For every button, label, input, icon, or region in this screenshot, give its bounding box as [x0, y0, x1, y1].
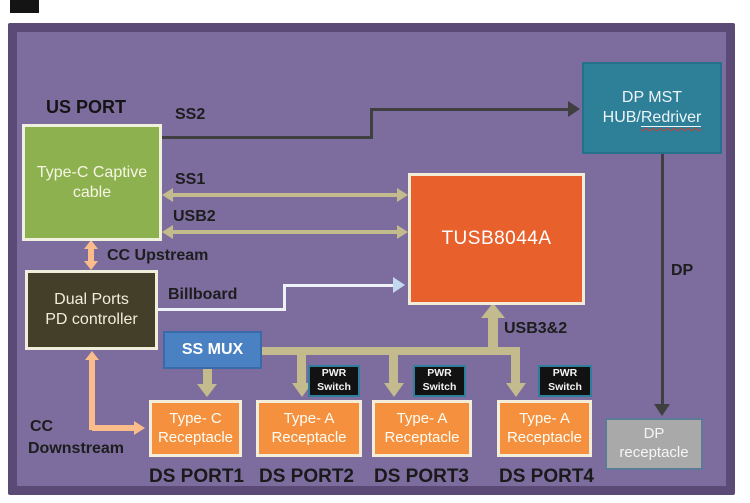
dsport2-branch-arrowhead — [292, 383, 312, 397]
usb3and2-label: USB3&2 — [504, 320, 568, 337]
typec-receptacle-block: Type- C Receptacle — [149, 400, 242, 457]
cc-upstream-label: CC Upstream — [107, 247, 209, 264]
dsport3-branch-line — [389, 355, 398, 384]
billboard-line-segment — [158, 308, 286, 311]
ssmux-down-arrowhead — [197, 384, 217, 397]
ds-port4-title: DS PORT4 — [498, 466, 595, 487]
corner-black-artifact — [10, 0, 39, 13]
ss2-label: SS2 — [175, 106, 206, 123]
dsport3-branch-arrowhead — [384, 383, 404, 397]
usb3and2-arrowhead-up — [481, 303, 505, 318]
ds-port2-title: DS PORT2 — [258, 466, 355, 487]
pwr-switch-block-dsport3: PWR Switch — [413, 365, 466, 397]
us-port-title: US PORT — [46, 97, 127, 117]
receptacle-label-line2: Receptacle — [384, 428, 460, 446]
pwr-switch-label-line2: Switch — [548, 381, 582, 393]
cc-downstream-line-vertical — [89, 360, 95, 430]
ssmux-down-line — [203, 369, 212, 386]
ss2-line-segment — [370, 109, 373, 139]
usb2-line — [173, 230, 399, 234]
dp-receptacle-label-line1: DP — [643, 425, 665, 443]
ds-port3-title: DS PORT3 — [373, 466, 470, 487]
typea-receptacle-block-4: Type- A Receptacle — [497, 400, 592, 457]
typea-receptacle-block-3: Type- A Receptacle — [372, 400, 472, 457]
usb2-arrowhead-left — [162, 225, 173, 239]
dp-mst-label-line1: DP MST — [621, 89, 683, 106]
typec-captive-cable-block: Type-C Captive cable — [22, 124, 162, 241]
dp-arrowhead-down — [654, 404, 670, 416]
dsport4-branch-line — [511, 355, 520, 384]
dp-receptacle-label-line2: receptacle — [619, 444, 689, 461]
usb2-label: USB2 — [173, 208, 216, 225]
pwr-switch-label-line2: Switch — [317, 381, 351, 393]
cc-upstream-line — [88, 247, 94, 263]
receptacle-label-line1: Type- A — [519, 409, 570, 427]
pd-controller-label-line2: PD controller — [45, 311, 138, 328]
dp-mst-hub-block: DP MST HUB/Redriver — [582, 62, 722, 154]
billboard-label: Billboard — [168, 286, 238, 303]
typec-cable-label-line1: Type-C Captive — [36, 163, 148, 181]
ss1-arrowhead-left — [162, 188, 173, 202]
receptacle-label-line2: Receptacle — [506, 428, 583, 446]
cc-upstream-arrowhead-down — [84, 261, 98, 270]
cc-downstream-arrowhead-up — [85, 351, 99, 360]
pwr-switch-block-dsport2: PWR Switch — [308, 365, 360, 397]
billboard-line-segment — [283, 284, 286, 311]
receptacle-label-line2: Receptacle — [157, 428, 234, 446]
cc-downstream-arrowhead-right — [134, 421, 145, 435]
ss2-line-segment — [162, 136, 373, 139]
ss2-arrowhead — [568, 101, 580, 117]
usb3and2-line — [488, 317, 498, 347]
usb2-arrowhead-right — [397, 225, 408, 239]
dp-receptacle-block: DP receptacle — [605, 418, 703, 470]
pd-controller-block: Dual Ports PD controller — [25, 270, 158, 350]
receptacle-label-line1: Type- A — [283, 409, 335, 427]
cc-downstream-line-horizontal — [92, 425, 135, 431]
ss1-line — [173, 193, 399, 197]
dsport2-branch-line — [297, 355, 306, 384]
redriver-word: Redriver — [640, 109, 702, 127]
receptacle-label-line2: Receptacle — [271, 428, 347, 446]
tusb8044a-label: TUSB8044A — [441, 228, 552, 250]
pwr-switch-block-dsport4: PWR Switch — [538, 365, 592, 397]
dp-mst-hub-prefix: HUB/ — [602, 109, 641, 126]
ss1-arrowhead-right — [397, 188, 408, 202]
pwr-switch-label-line2: Switch — [422, 381, 457, 393]
usb-trunk-line — [262, 347, 520, 355]
dp-line — [661, 154, 664, 406]
redriver-spellcheck-squiggle: Redriver — [640, 109, 702, 127]
cc-downstream-label-line1: CC — [30, 418, 54, 435]
pd-controller-label-line1: Dual Ports — [54, 291, 129, 308]
dsport4-branch-arrowhead — [506, 383, 526, 397]
billboard-arrowhead — [393, 277, 405, 293]
cc-upstream-arrowhead-up — [84, 240, 98, 249]
receptacle-label-line1: Type- C — [169, 409, 222, 427]
dp-mst-label-line2: HUB/Redriver — [603, 108, 702, 128]
ds-port1-title: DS PORT1 — [148, 466, 245, 487]
ss1-label: SS1 — [175, 171, 206, 188]
pwr-switch-label-line1: PWR — [552, 367, 578, 380]
pwr-switch-label-line1: PWR — [427, 367, 452, 380]
pwr-switch-label-line1: PWR — [321, 367, 347, 380]
billboard-line-segment — [283, 284, 393, 287]
ss-mux-label: SS MUX — [181, 341, 244, 358]
typea-receptacle-block-2: Type- A Receptacle — [256, 400, 362, 457]
typec-cable-label-line2: cable — [72, 183, 112, 201]
tusb8044a-block: TUSB8044A — [408, 173, 585, 305]
dp-label: DP — [671, 262, 694, 279]
ss2-line-segment — [370, 108, 568, 111]
ss-mux-block: SS MUX — [163, 331, 262, 369]
receptacle-label-line1: Type- A — [396, 409, 448, 427]
cc-downstream-label-line2: Downstream — [28, 440, 125, 457]
